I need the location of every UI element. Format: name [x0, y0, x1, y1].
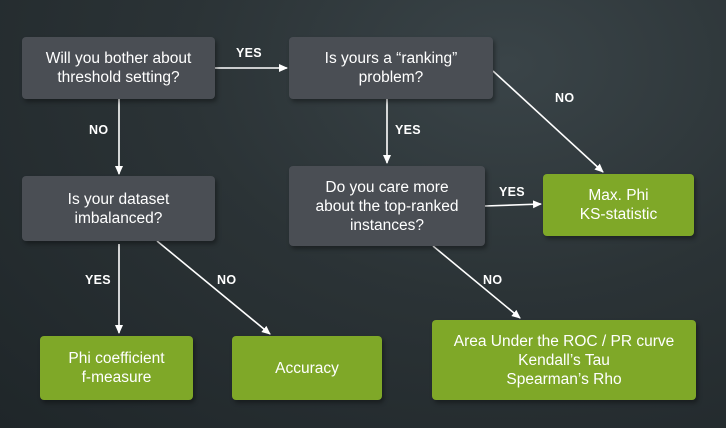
label-ranking-no: NO — [555, 91, 575, 105]
label-imbalanced-no: NO — [217, 273, 237, 287]
label-top-ranked-yes: YES — [499, 185, 525, 199]
arrow-ranking-no — [492, 70, 604, 173]
metric-auc-kendall-spearman: Area Under the ROC / PR curve Kendall’s … — [432, 320, 696, 400]
arrow-top-ranked-no — [432, 245, 521, 319]
question-ranking-problem: Is yours a “ranking” problem? — [289, 37, 493, 99]
metric-max-phi-ks: Max. Phi KS-statistic — [543, 174, 694, 236]
arrow-imbalanced-no — [156, 240, 271, 335]
label-imbalanced-yes: YES — [85, 273, 111, 287]
arrow-top-ranked-yes — [484, 200, 542, 209]
question-top-ranked-instances: Do you care more about the top-ranked in… — [289, 166, 485, 246]
metric-phi-coefficient-f-measure: Phi coefficient f-measure — [40, 336, 193, 400]
label-threshold-yes: YES — [236, 46, 262, 60]
label-top-ranked-no: NO — [483, 273, 503, 287]
question-dataset-imbalanced: Is your dataset imbalanced? — [22, 176, 215, 241]
label-threshold-no: NO — [89, 123, 109, 137]
label-ranking-yes: YES — [395, 123, 421, 137]
question-threshold-setting: Will you bother about threshold setting? — [22, 37, 215, 99]
metric-accuracy: Accuracy — [232, 336, 382, 400]
